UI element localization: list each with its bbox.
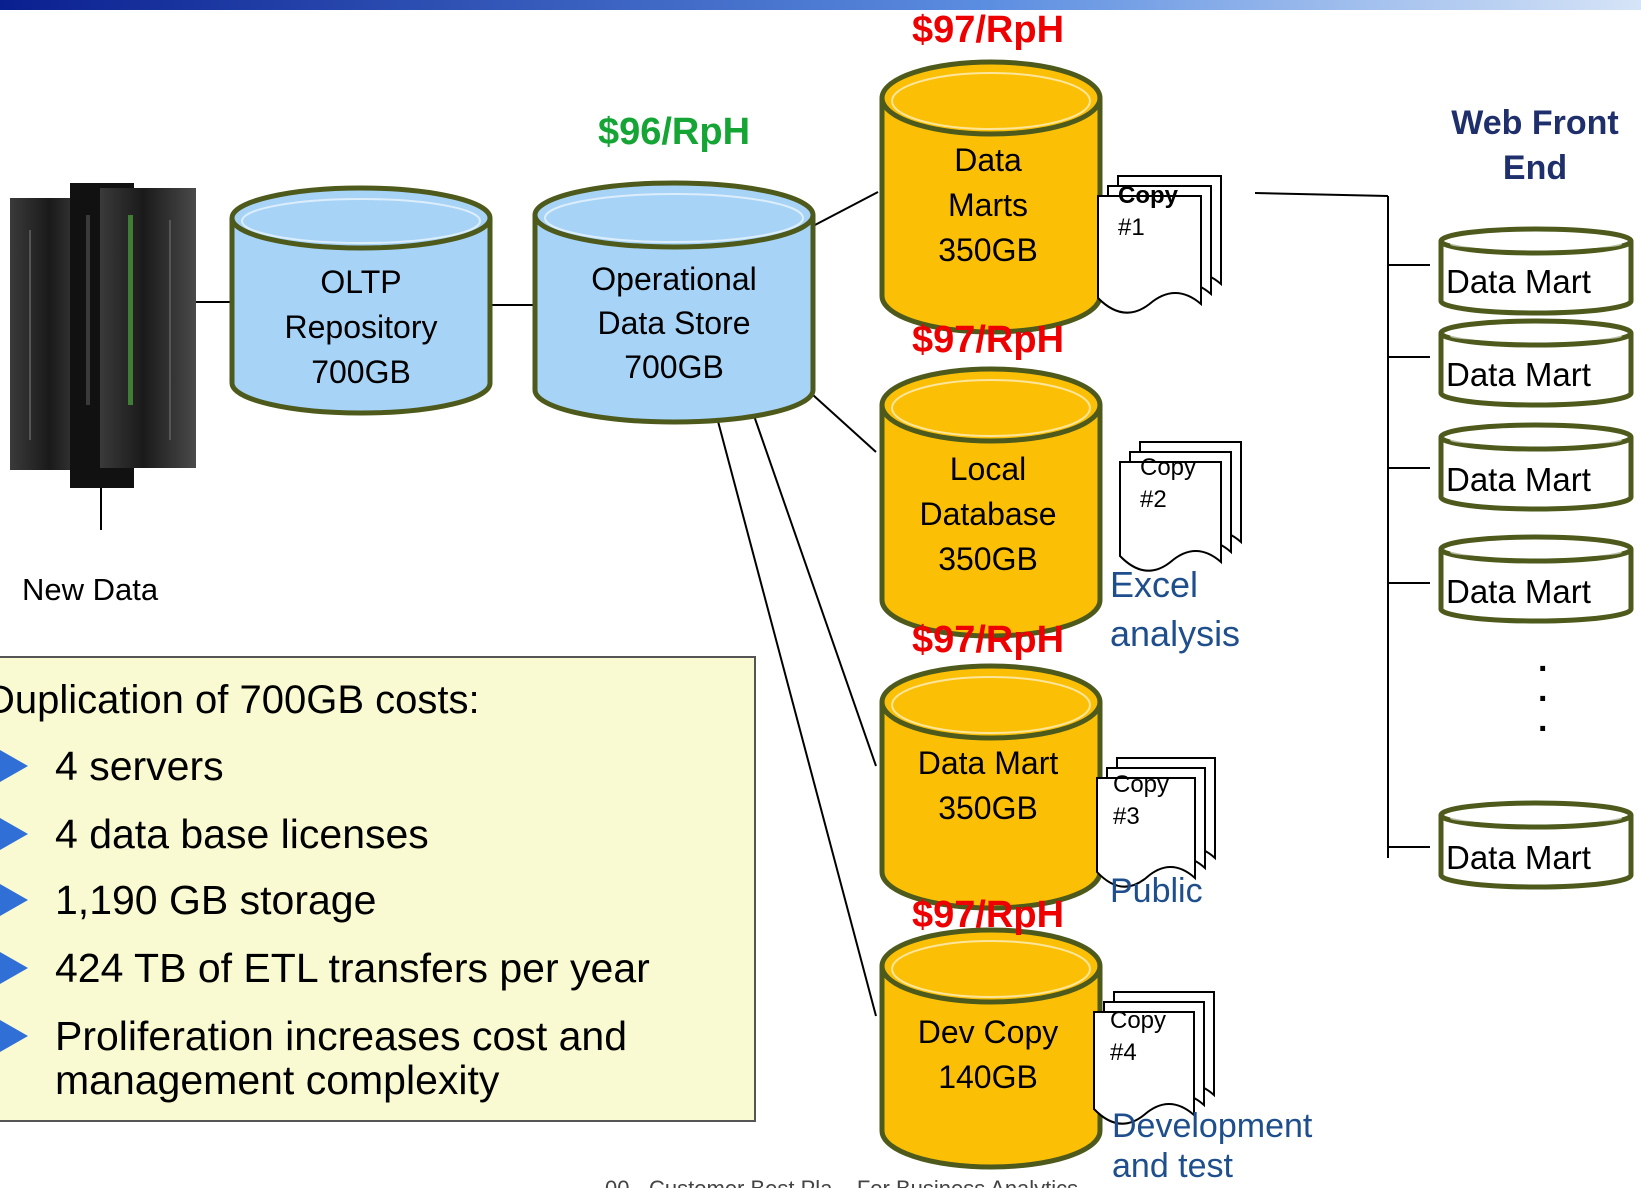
data-mart-label-line1: Data Mart (917, 745, 1059, 781)
data-marts-size: 350GB (938, 232, 1038, 268)
slide-footer: 00 - Customer Best Pla... For Business A… (605, 1176, 1078, 1188)
local-database-label-line2: Database (919, 496, 1057, 532)
local-database-cylinder (879, 366, 1103, 639)
development-caption-line1: Development (1112, 1107, 1313, 1145)
data-marts-label-line1: Data (954, 142, 1022, 178)
ods-label-line1: Operational (591, 261, 757, 297)
excel-analysis-caption-line1: Excel (1110, 564, 1199, 605)
dev-copy-price: $97/RpH (911, 894, 1065, 936)
cost-item-text: 1,190 GB storage (55, 877, 377, 923)
bullet-arrow-icon (0, 818, 56, 850)
excel-analysis-caption-line2: analysis (1110, 613, 1241, 654)
web-front-end-title-line1: Web Front (1451, 104, 1619, 142)
bullet-arrow-icon (0, 1020, 56, 1052)
copy-3-label: Copy (1113, 771, 1170, 798)
ods-price: $96/RpH (597, 111, 751, 153)
mainframe-server-icon (10, 183, 196, 488)
dev-copy-label-line1: Dev Copy (917, 1014, 1059, 1050)
web-data-mart-label: Data Mart (1446, 573, 1591, 610)
connector-ods-dev-copy (714, 409, 877, 1017)
cost-summary-heading: Duplication of 700GB costs: (0, 678, 480, 722)
cost-item-text: Proliferation increases cost and managem… (55, 1013, 628, 1103)
operational-data-store-cylinder (532, 180, 816, 425)
connector-ods-data-marts (812, 191, 879, 227)
copy-3-document-stack (1096, 757, 1216, 888)
cost-item-text: 424 TB of ETL transfers per year (55, 945, 650, 991)
bullet-arrow-icon (0, 750, 56, 782)
web-data-mart-cylinder (1438, 318, 1634, 408)
oltp-repository-cylinder (229, 185, 493, 416)
cost-item-text: 4 servers (55, 743, 224, 789)
connector-ods-data-mart (751, 409, 877, 767)
oltp-label-line1: OLTP (320, 264, 402, 300)
data-mart-cylinder (879, 663, 1103, 911)
copy-2-document-stack (1119, 441, 1242, 572)
new-data-label: New Data (22, 572, 159, 607)
web-data-mart-cylinder (1438, 422, 1634, 512)
web-data-mart-label: Data Mart (1446, 356, 1591, 393)
ods-label-line2: Data Store (597, 305, 751, 341)
copy-2-label: Copy (1140, 454, 1197, 481)
data-marts-price: $97/RpH (911, 9, 1065, 51)
data-mart-size: 350GB (938, 790, 1038, 826)
copy-4-number: #4 (1110, 1039, 1137, 1066)
public-caption: Public (1110, 872, 1203, 910)
copy-1-document-stack (1097, 175, 1222, 314)
dev-copy-cylinder (879, 927, 1103, 1170)
copy-4-label: Copy (1110, 1007, 1167, 1034)
web-data-mart-label: Data Mart (1446, 839, 1591, 876)
local-database-label-line1: Local (949, 451, 1027, 487)
web-front-end-title-line2: End (1502, 149, 1568, 187)
local-database-size: 350GB (938, 541, 1038, 577)
data-mart-price: $97/RpH (911, 619, 1065, 661)
connector-lines (196, 191, 1430, 1017)
connector-ods-local-database (812, 394, 877, 453)
title-bar-gradient (0, 0, 1641, 10)
web-data-mart-cylinder (1438, 800, 1634, 890)
connector-copy1-web (1254, 192, 1389, 197)
development-caption-line2: and test (1112, 1147, 1233, 1185)
web-data-mart-label: Data Mart (1446, 461, 1591, 498)
oltp-label-line2: Repository (284, 309, 438, 345)
more-marts-ellipsis: . . . (1538, 641, 1548, 739)
copy-3-number: #3 (1113, 803, 1140, 830)
web-data-mart-label: Data Mart (1446, 263, 1591, 300)
dev-copy-size: 140GB (938, 1059, 1038, 1095)
oltp-size: 700GB (311, 354, 411, 390)
data-marts-label-line2: Marts (948, 187, 1028, 223)
copy-2-number: #2 (1140, 486, 1167, 513)
bullet-arrow-icon (0, 952, 56, 984)
bullet-arrow-icon (0, 884, 56, 916)
copy-1-number: #1 (1118, 214, 1145, 241)
web-data-mart-cylinder (1438, 226, 1634, 316)
local-database-price: $97/RpH (911, 319, 1065, 361)
ods-size: 700GB (624, 349, 724, 385)
database-cylinders (229, 59, 1634, 1170)
copy-document-stacks (1093, 175, 1242, 1125)
cost-item-text: 4 data base licenses (55, 811, 429, 857)
copy-4-document-stack (1093, 991, 1215, 1125)
copy-1-label: Copy (1118, 182, 1178, 209)
data-marts-cylinder (879, 59, 1103, 335)
cost-summary-box (0, 656, 756, 1122)
web-data-mart-cylinder (1438, 534, 1634, 624)
